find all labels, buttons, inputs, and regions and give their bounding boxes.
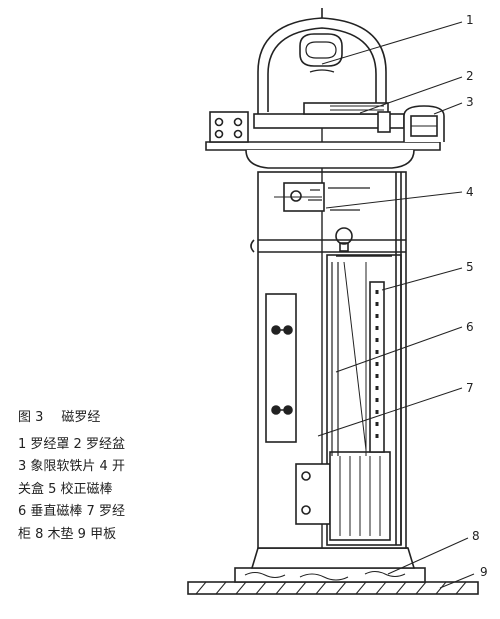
compass-hood xyxy=(257,8,387,114)
figure-title-row: 图 3 磁罗经 xyxy=(18,407,218,430)
door-plate xyxy=(265,293,297,443)
legend-line: 3 象限软铁片 4 开 xyxy=(18,459,125,474)
legend-line: 关盒 5 校正磁棒 xyxy=(18,481,113,497)
callout-7: 7 xyxy=(466,381,474,395)
lamp xyxy=(335,227,392,257)
binnacle-base xyxy=(250,547,416,569)
vertical-magnet xyxy=(331,261,367,456)
legend-line: 6 垂直磁棒 7 罗经 xyxy=(18,504,125,519)
figure-caption: 图 3 磁罗经 1 罗经罩 2 罗经盆 3 象限软铁片 4 开 关盒 5 校正磁棒… xyxy=(18,407,218,546)
leader-lines xyxy=(317,21,475,589)
corrector-magnets xyxy=(369,281,385,453)
legend-line: 1 罗经罩 2 罗经盆 xyxy=(18,436,125,452)
deck xyxy=(187,581,479,595)
legend-line: 柜 8 木垫 9 甲板 xyxy=(18,526,117,542)
callout-6: 6 xyxy=(466,320,474,334)
callout-labels: 1 2 3 4 5 6 7 8 9 xyxy=(466,13,488,579)
compass-bowl xyxy=(253,102,405,133)
callout-2: 2 xyxy=(466,69,474,83)
callout-5: 5 xyxy=(466,260,474,274)
figure-title: 磁罗经 xyxy=(61,410,101,425)
callout-4: 4 xyxy=(466,185,474,199)
callout-8: 8 xyxy=(472,529,480,543)
switch-box xyxy=(274,182,370,212)
heeling-box xyxy=(295,451,391,541)
quadrant-shelf xyxy=(205,105,445,169)
callout-3: 3 xyxy=(466,95,474,109)
figure-number: 图 3 xyxy=(18,410,44,425)
callout-9: 9 xyxy=(480,565,488,579)
callout-1: 1 xyxy=(466,13,474,27)
